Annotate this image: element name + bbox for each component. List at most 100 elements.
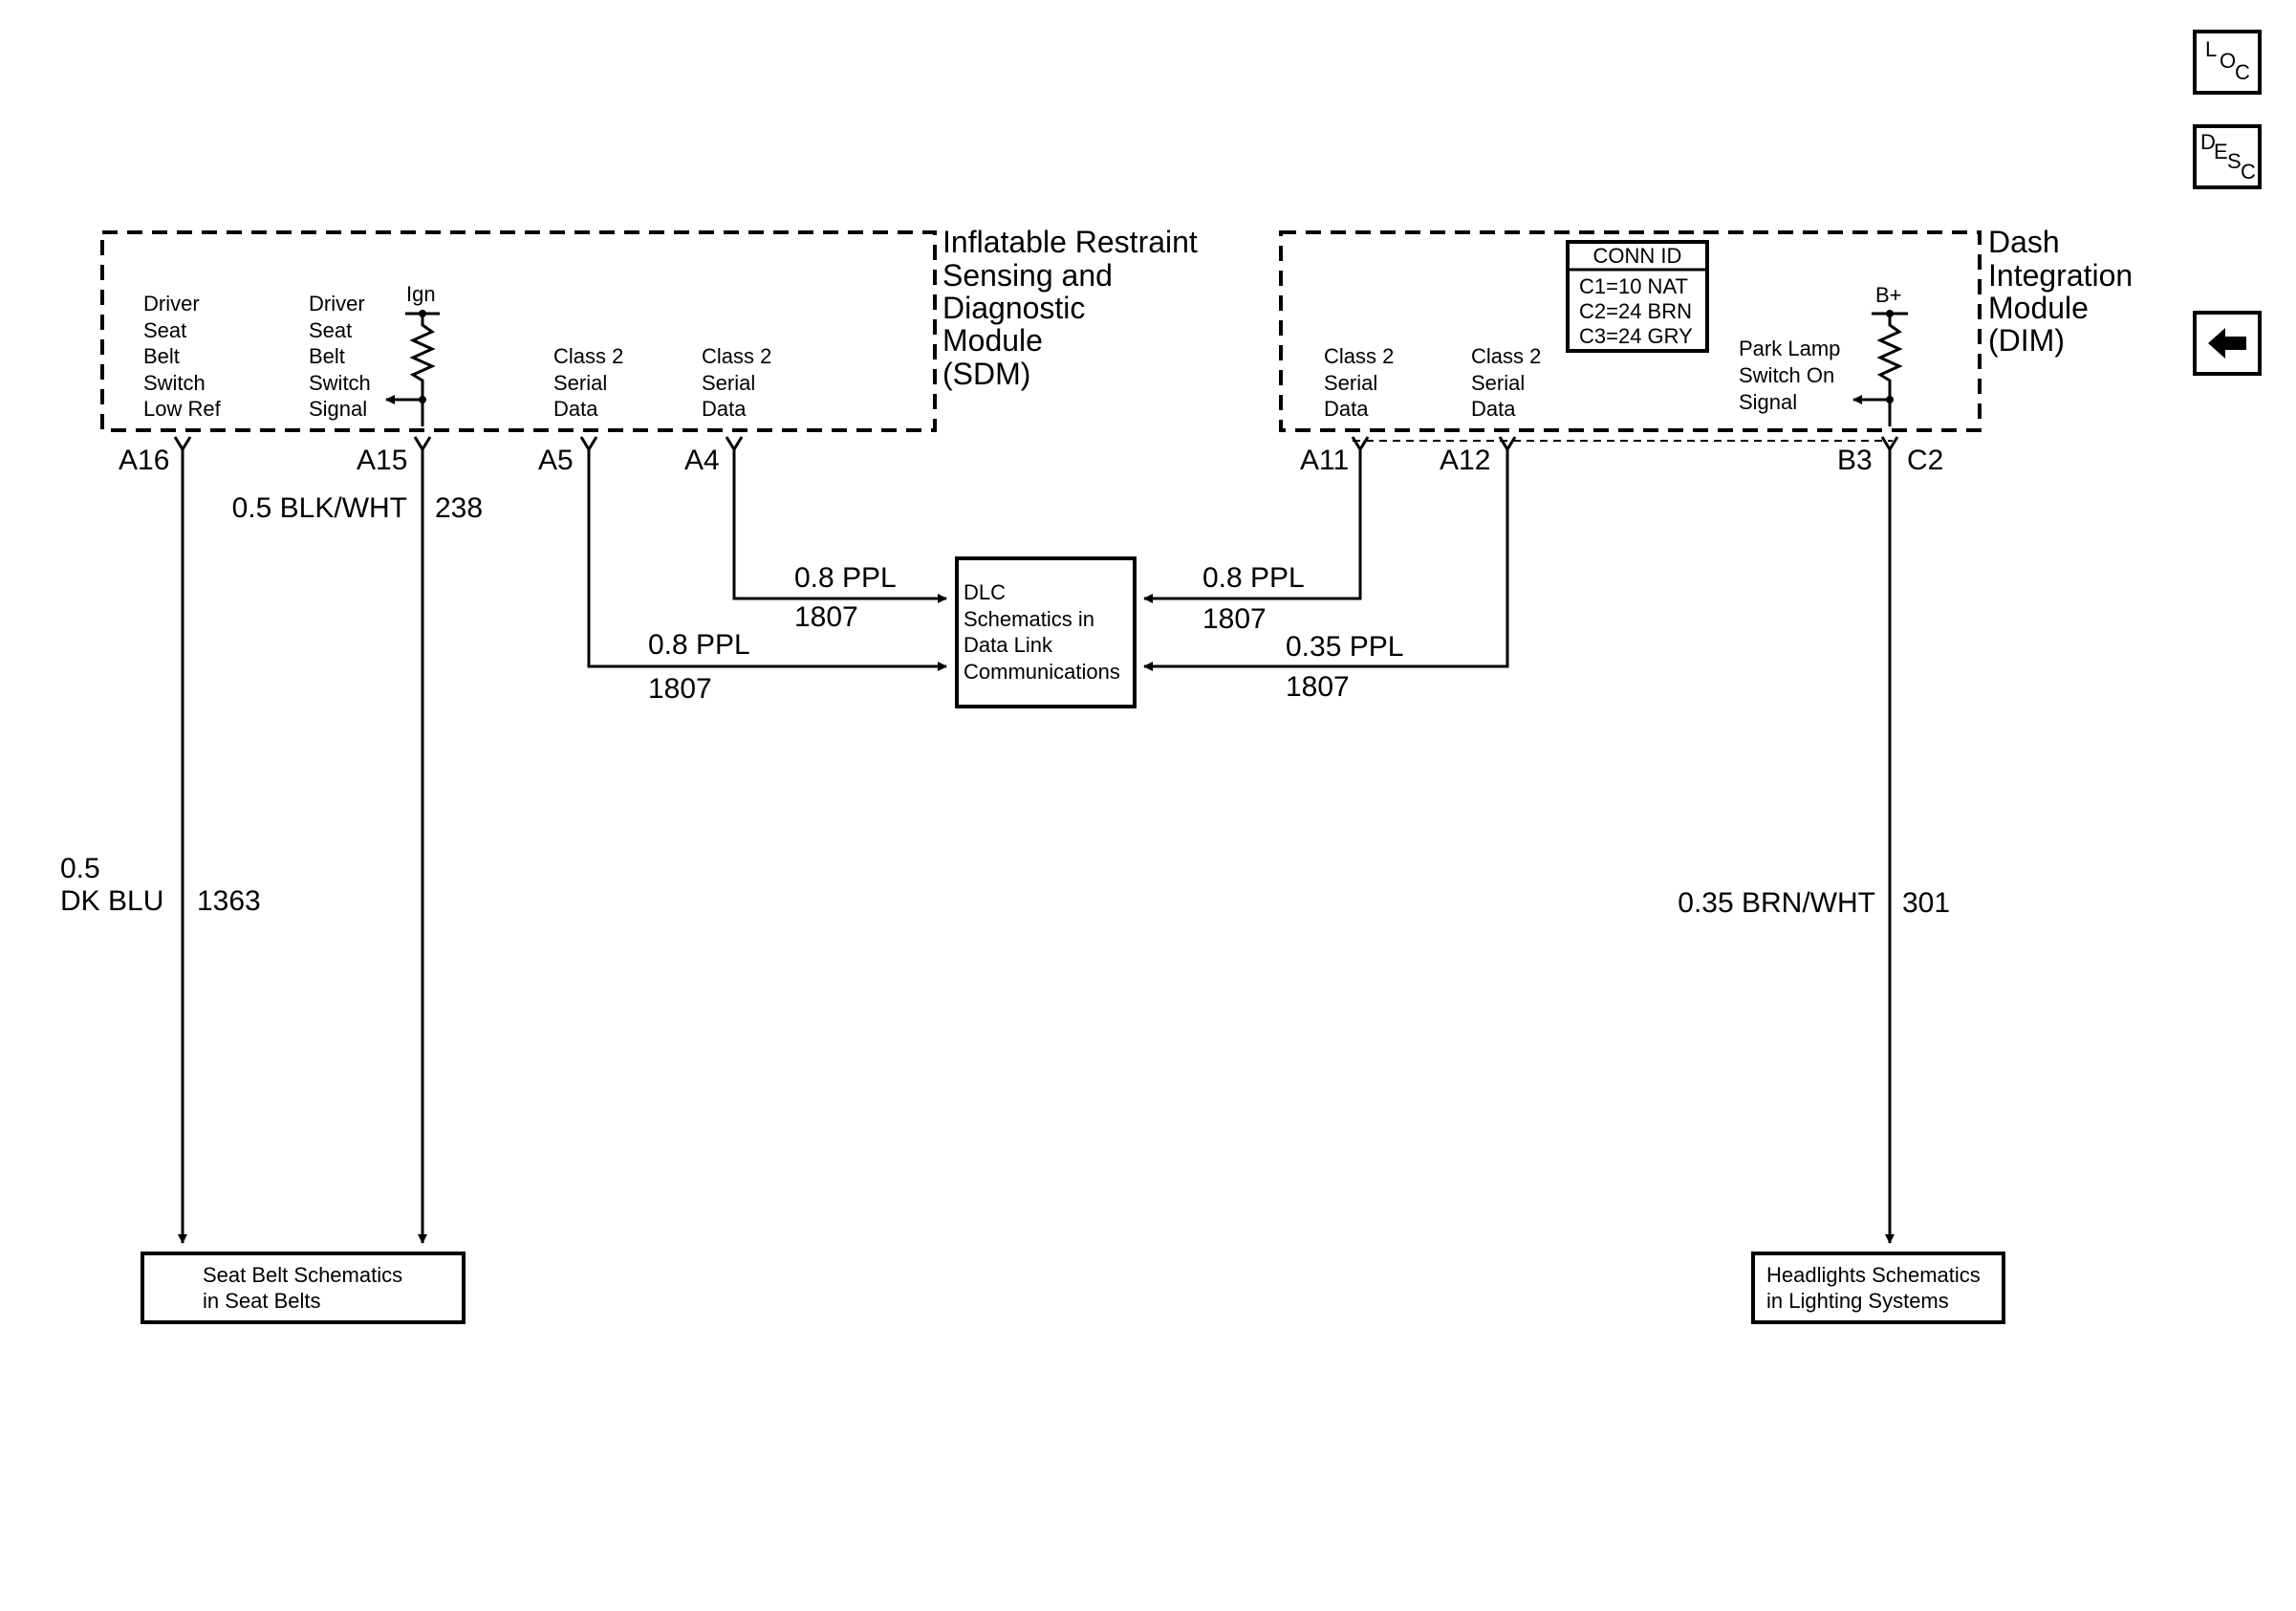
wire-a12: 0.35 PPL 1807 xyxy=(1143,449,1509,703)
bplus-label: B+ xyxy=(1875,283,1902,307)
dlc-line: Communications xyxy=(964,660,1120,684)
circuit-number: 301 xyxy=(1902,887,1950,919)
dim-title-line: Module xyxy=(1988,291,2089,325)
dim-b3-label: Park Lamp Switch On Signal xyxy=(1739,337,1840,414)
pin-connectors xyxy=(173,436,744,452)
pin-label-line: Belt xyxy=(309,344,345,368)
dim-boundary xyxy=(1279,230,1982,432)
desc-letter: E xyxy=(2214,140,2228,163)
wire-a16: 0.5 DK BLU 1363 xyxy=(60,449,261,1244)
sdm-module: Inflatable Restraint Sensing and Diagnos… xyxy=(100,225,1198,476)
sdm-a4-label: Class 2 Serial Data xyxy=(702,344,771,421)
circuit-number: 1363 xyxy=(197,885,261,917)
pin-id-b3: B3 xyxy=(1837,445,1873,476)
dlc-line: DLC xyxy=(964,580,1006,604)
dim-title-line: Dash xyxy=(1988,225,2060,259)
dim-a11-label: Class 2 Serial Data xyxy=(1324,344,1394,421)
pin-label-line: Switch xyxy=(309,371,371,395)
ign-pullup-resistor: Ign xyxy=(385,282,440,426)
dim-module: Dash Integration Module (DIM) CONN ID C1… xyxy=(1279,225,2133,476)
pin-label-line: Signal xyxy=(309,397,367,421)
headlights-reference-box[interactable]: Headlights Schematics in Lighting System… xyxy=(1751,1252,2005,1324)
pin-label-line: Seat xyxy=(309,318,352,342)
ref-line: Seat Belt Schematics xyxy=(203,1263,402,1287)
pin-label-line: Switch xyxy=(143,371,206,395)
pin-label-line: Low Ref xyxy=(143,397,222,421)
circuit-number: 238 xyxy=(435,492,483,524)
pin-label-line: Serial xyxy=(1324,371,1377,395)
dim-a12-label: Class 2 Serial Data xyxy=(1471,344,1541,421)
back-button[interactable] xyxy=(2193,311,2262,376)
sdm-a16-label: Driver Seat Belt Switch Low Ref xyxy=(143,292,222,421)
desc-letter: D xyxy=(2200,130,2216,154)
circuit-number: 1807 xyxy=(794,601,858,633)
conn-id-table: CONN ID C1=10 NAT C2=24 BRN C3=24 GRY xyxy=(1566,240,1709,353)
conn-id-row: C1=10 NAT xyxy=(1579,274,1688,298)
desc-button[interactable]: D E S C xyxy=(2193,124,2262,189)
pin-label-line: Seat xyxy=(143,318,186,342)
circuit-number: 1807 xyxy=(648,673,712,705)
circuit-number: 1807 xyxy=(1286,671,1350,703)
dlc-box[interactable]: DLC Schematics in Data Link Communicatio… xyxy=(955,556,1137,708)
wire-color: DK BLU xyxy=(60,885,163,917)
wire-b3: 0.35 BRN/WHT 301 xyxy=(1678,449,1950,1244)
wire-spec: 0.8 PPL xyxy=(1202,562,1305,594)
sdm-title-line: Sensing and xyxy=(942,258,1113,293)
pin-label-line: Serial xyxy=(1471,371,1525,395)
wire-a4: 0.8 PPL 1807 xyxy=(732,449,947,633)
ref-line: Headlights Schematics xyxy=(1766,1263,1981,1287)
ref-line: in Lighting Systems xyxy=(1766,1289,1949,1313)
pin-id-a5: A5 xyxy=(538,445,574,476)
back-arrow-icon xyxy=(2208,328,2246,359)
conn-id-header: CONN ID xyxy=(1593,244,1682,268)
seatbelt-reference-box[interactable]: Seat Belt Schematics in Seat Belts xyxy=(141,1252,466,1324)
pin-label-line: Class 2 xyxy=(1471,344,1541,368)
wire-spec: 0.8 PPL xyxy=(648,629,750,661)
pin-label-line: Data xyxy=(1471,397,1516,421)
pin-label-line: Driver xyxy=(309,292,365,316)
conn-id-row: C3=24 GRY xyxy=(1579,324,1693,348)
pin-label-line: Serial xyxy=(702,371,755,395)
dim-title-line: (DIM) xyxy=(1988,323,2065,358)
dlc-line: Schematics in xyxy=(964,607,1094,631)
loc-letter: O xyxy=(2220,49,2237,73)
pin-id-a11: A11 xyxy=(1300,445,1349,476)
pin-label-line: Switch On xyxy=(1739,363,1834,387)
dim-title-line: Integration xyxy=(1988,258,2133,293)
connector-id-c2: C2 xyxy=(1907,445,1943,476)
pin-id-a12: A12 xyxy=(1440,445,1490,476)
wire-size: 0.5 xyxy=(60,853,100,884)
sdm-a15-label: Driver Seat Belt Switch Signal xyxy=(309,292,371,421)
pin-label-line: Data xyxy=(702,397,747,421)
pin-label-line: Data xyxy=(1324,397,1369,421)
wire-spec: 0.5 BLK/WHT xyxy=(232,492,407,524)
circuit-number: 1807 xyxy=(1202,603,1267,635)
sdm-title-line: Inflatable Restraint xyxy=(942,225,1198,259)
pin-label-line: Driver xyxy=(143,292,200,316)
pin-id-a15: A15 xyxy=(357,445,407,476)
pin-label-line: Belt xyxy=(143,344,180,368)
pin-id-a4: A4 xyxy=(684,445,720,476)
desc-letter: C xyxy=(2241,160,2256,184)
sdm-title-line: Module xyxy=(942,323,1043,358)
wire-spec: 0.35 BRN/WHT xyxy=(1678,887,1875,919)
ref-line: in Seat Belts xyxy=(203,1289,321,1313)
pin-label-line: Class 2 xyxy=(1324,344,1394,368)
pin-label-line: Park Lamp xyxy=(1739,337,1840,360)
wire-a15: 0.5 BLK/WHT 238 xyxy=(232,449,483,1244)
conn-id-row: C2=24 BRN xyxy=(1579,299,1692,323)
sdm-title-line: Diagnostic xyxy=(942,291,1085,325)
pin-label-line: Class 2 xyxy=(702,344,771,368)
pin-label-line: Serial xyxy=(553,371,607,395)
wire-a11: 0.8 PPL 1807 xyxy=(1143,449,1362,635)
pin-id-a16: A16 xyxy=(119,445,169,476)
wire-spec: 0.35 PPL xyxy=(1286,631,1403,663)
pin-connectors xyxy=(1351,436,1899,452)
loc-button[interactable]: L O C xyxy=(2193,30,2262,95)
loc-letter: C xyxy=(2235,60,2250,84)
pin-label-line: Class 2 xyxy=(553,344,623,368)
loc-letter: L xyxy=(2205,37,2218,61)
bplus-pullup-resistor: B+ xyxy=(1852,283,1908,426)
sdm-title-line: (SDM) xyxy=(942,357,1030,391)
